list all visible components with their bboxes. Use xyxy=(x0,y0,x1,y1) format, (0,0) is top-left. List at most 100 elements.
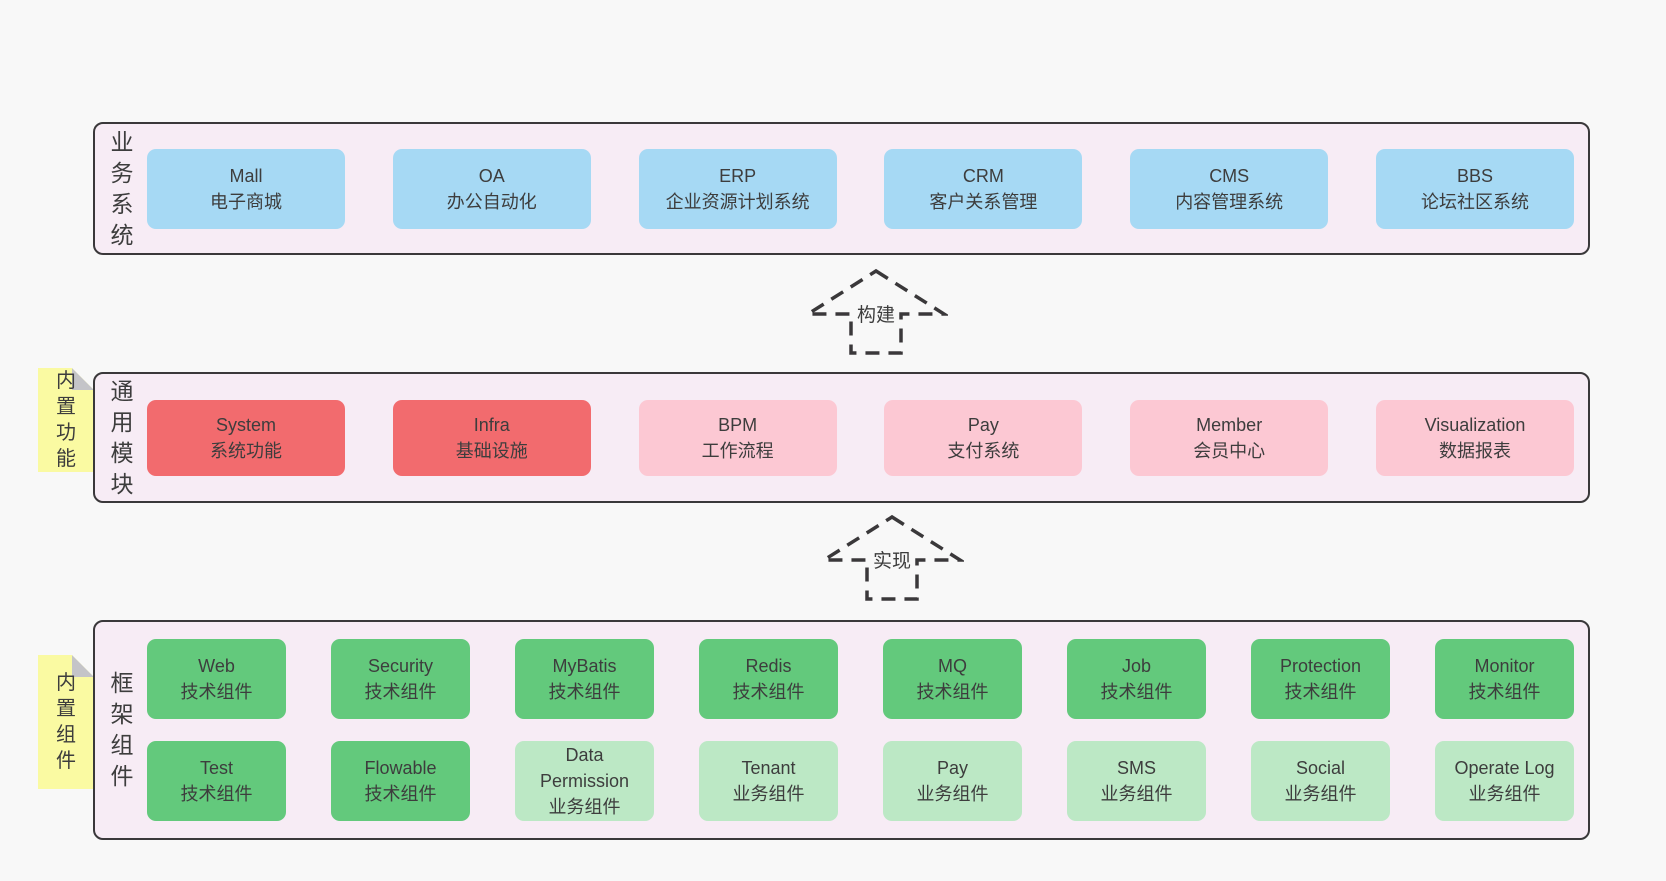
box-title: System xyxy=(215,414,276,435)
box-operate-log: Operate Log 业务组件 xyxy=(1435,741,1574,821)
band-label-common-modules: 通用模块 xyxy=(110,377,134,497)
band-label-business-systems: 业务系统 xyxy=(110,128,134,248)
box-title: Member xyxy=(1196,414,1263,435)
box-flowable: Flowable 技术组件 xyxy=(331,741,470,821)
box-subtitle: 技术组件 xyxy=(364,682,437,702)
box-pay-component: Pay 业务组件 xyxy=(883,741,1022,821)
box-subtitle: 企业资源计划系统 xyxy=(665,191,810,212)
band-business-systems: 业务系统 Mall 电子商城 OA 办公自动化 ERP 企业资源计划系统 CRM… xyxy=(93,122,1590,255)
box-title: Visualization xyxy=(1424,414,1526,435)
arrow-implement: 实现 xyxy=(820,514,964,602)
box-cms: CMS 内容管理系统 xyxy=(1130,148,1329,229)
box-title: Data Permission xyxy=(539,745,630,791)
box-title: Infra xyxy=(473,414,510,435)
box-web: Web 技术组件 xyxy=(147,639,286,719)
box-subtitle: 技术组件 xyxy=(732,682,805,702)
box-subtitle: 内容管理系统 xyxy=(1175,191,1284,212)
box-subtitle: 工作流程 xyxy=(701,440,774,461)
box-subtitle: 办公自动化 xyxy=(446,191,537,212)
box-bpm: BPM 工作流程 xyxy=(638,399,837,476)
box-subtitle: 业务组件 xyxy=(916,784,989,804)
box-title: MyBatis xyxy=(552,656,617,676)
box-subtitle: 会员中心 xyxy=(1193,440,1266,461)
box-title: BPM xyxy=(718,414,758,435)
box-subtitle: 技术组件 xyxy=(1468,682,1541,702)
box-subtitle: 电子商城 xyxy=(210,191,282,212)
box-protection: Protection 技术组件 xyxy=(1251,639,1390,719)
box-subtitle: 技术组件 xyxy=(548,682,621,702)
box-subtitle: 业务组件 xyxy=(1468,784,1541,804)
band-label-framework-components: 框架组件 xyxy=(110,670,134,789)
box-oa: OA 办公自动化 xyxy=(392,148,591,229)
box-subtitle: 技术组件 xyxy=(180,682,253,702)
box-redis: Redis 技术组件 xyxy=(699,639,838,719)
framework-components-row-2: Test 技术组件 Flowable 技术组件 Data Permission … xyxy=(147,741,1574,821)
box-visualization: Visualization 数据报表 xyxy=(1375,399,1574,476)
framework-components-row-1: Web 技术组件 Security 技术组件 MyBatis 技术组件 Redi… xyxy=(147,639,1574,719)
box-title: Protection xyxy=(1279,656,1362,676)
box-title: Flowable xyxy=(364,758,437,778)
box-title: ERP xyxy=(719,165,757,186)
box-subtitle: 客户关系管理 xyxy=(929,191,1038,212)
box-subtitle: 技术组件 xyxy=(916,682,989,702)
box-title: Social xyxy=(1295,758,1346,778)
box-title: OA xyxy=(478,165,505,186)
arrow-build: 构建 xyxy=(804,268,948,356)
box-subtitle: 业务组件 xyxy=(1284,784,1357,804)
box-title: Pay xyxy=(967,414,999,435)
box-title: Test xyxy=(199,758,233,778)
common-modules-row: System 系统功能 Infra 基础设施 BPM 工作流程 Pay 支付系统… xyxy=(147,399,1574,476)
box-subtitle: 论坛社区系统 xyxy=(1420,191,1529,212)
arrow-label: 实现 xyxy=(869,550,915,574)
box-test: Test 技术组件 xyxy=(147,741,286,821)
box-mall: Mall 电子商城 xyxy=(147,148,345,229)
box-title: Mall xyxy=(229,165,263,186)
box-subtitle: 数据报表 xyxy=(1438,440,1511,461)
sticky-note-built-in-components: 内置组件 xyxy=(38,655,94,789)
box-title: Tenant xyxy=(741,758,796,778)
box-subtitle: 业务组件 xyxy=(548,797,621,817)
box-title: Security xyxy=(367,656,434,676)
box-title: SMS xyxy=(1116,758,1156,778)
box-crm: CRM 客户关系管理 xyxy=(884,148,1083,229)
sticky-note-built-in-functions: 内置功能 xyxy=(38,368,94,472)
box-title: CMS xyxy=(1209,165,1250,186)
box-title: Monitor xyxy=(1474,656,1535,676)
box-infra: Infra 基础设施 xyxy=(392,399,591,476)
box-subtitle: 业务组件 xyxy=(1100,784,1173,804)
box-monitor: Monitor 技术组件 xyxy=(1435,639,1574,719)
box-title: CRM xyxy=(962,165,1004,186)
arrow-label: 构建 xyxy=(853,304,899,328)
sticky-note-label: 内置组件 xyxy=(56,672,76,772)
box-subtitle: 基础设施 xyxy=(455,440,528,461)
box-mq: MQ 技术组件 xyxy=(883,639,1022,719)
box-subtitle: 支付系统 xyxy=(947,440,1020,461)
band-common-modules: 通用模块 System 系统功能 Infra 基础设施 BPM 工作流程 Pay… xyxy=(93,372,1590,503)
box-social: Social 业务组件 xyxy=(1251,741,1390,821)
box-subtitle: 技术组件 xyxy=(364,784,437,804)
box-data-permission: Data Permission 业务组件 xyxy=(515,741,654,821)
box-job: Job 技术组件 xyxy=(1067,639,1206,719)
box-sms: SMS 业务组件 xyxy=(1067,741,1206,821)
box-mybatis: MyBatis 技术组件 xyxy=(515,639,654,719)
box-title: Redis xyxy=(745,656,792,676)
box-subtitle: 技术组件 xyxy=(180,784,253,804)
box-subtitle: 技术组件 xyxy=(1100,682,1173,702)
box-pay-module: Pay 支付系统 xyxy=(884,399,1083,476)
box-tenant: Tenant 业务组件 xyxy=(699,741,838,821)
box-title: MQ xyxy=(938,656,967,676)
sticky-note-label: 内置功能 xyxy=(56,370,76,470)
box-title: BBS xyxy=(1456,165,1493,186)
box-title: Job xyxy=(1121,656,1152,676)
box-security: Security 技术组件 xyxy=(331,639,470,719)
box-title: Operate Log xyxy=(1454,758,1555,778)
box-bbs: BBS 论坛社区系统 xyxy=(1375,148,1574,229)
box-erp: ERP 企业资源计划系统 xyxy=(638,148,837,229)
box-subtitle: 技术组件 xyxy=(1284,682,1357,702)
box-title: Pay xyxy=(936,758,969,778)
box-member: Member 会员中心 xyxy=(1130,399,1329,476)
box-title: Web xyxy=(198,656,235,676)
business-systems-row: Mall 电子商城 OA 办公自动化 ERP 企业资源计划系统 CRM 客户关系… xyxy=(147,148,1574,229)
band-framework-components: 框架组件 Web 技术组件 Security 技术组件 MyBatis 技术组件… xyxy=(93,620,1590,840)
